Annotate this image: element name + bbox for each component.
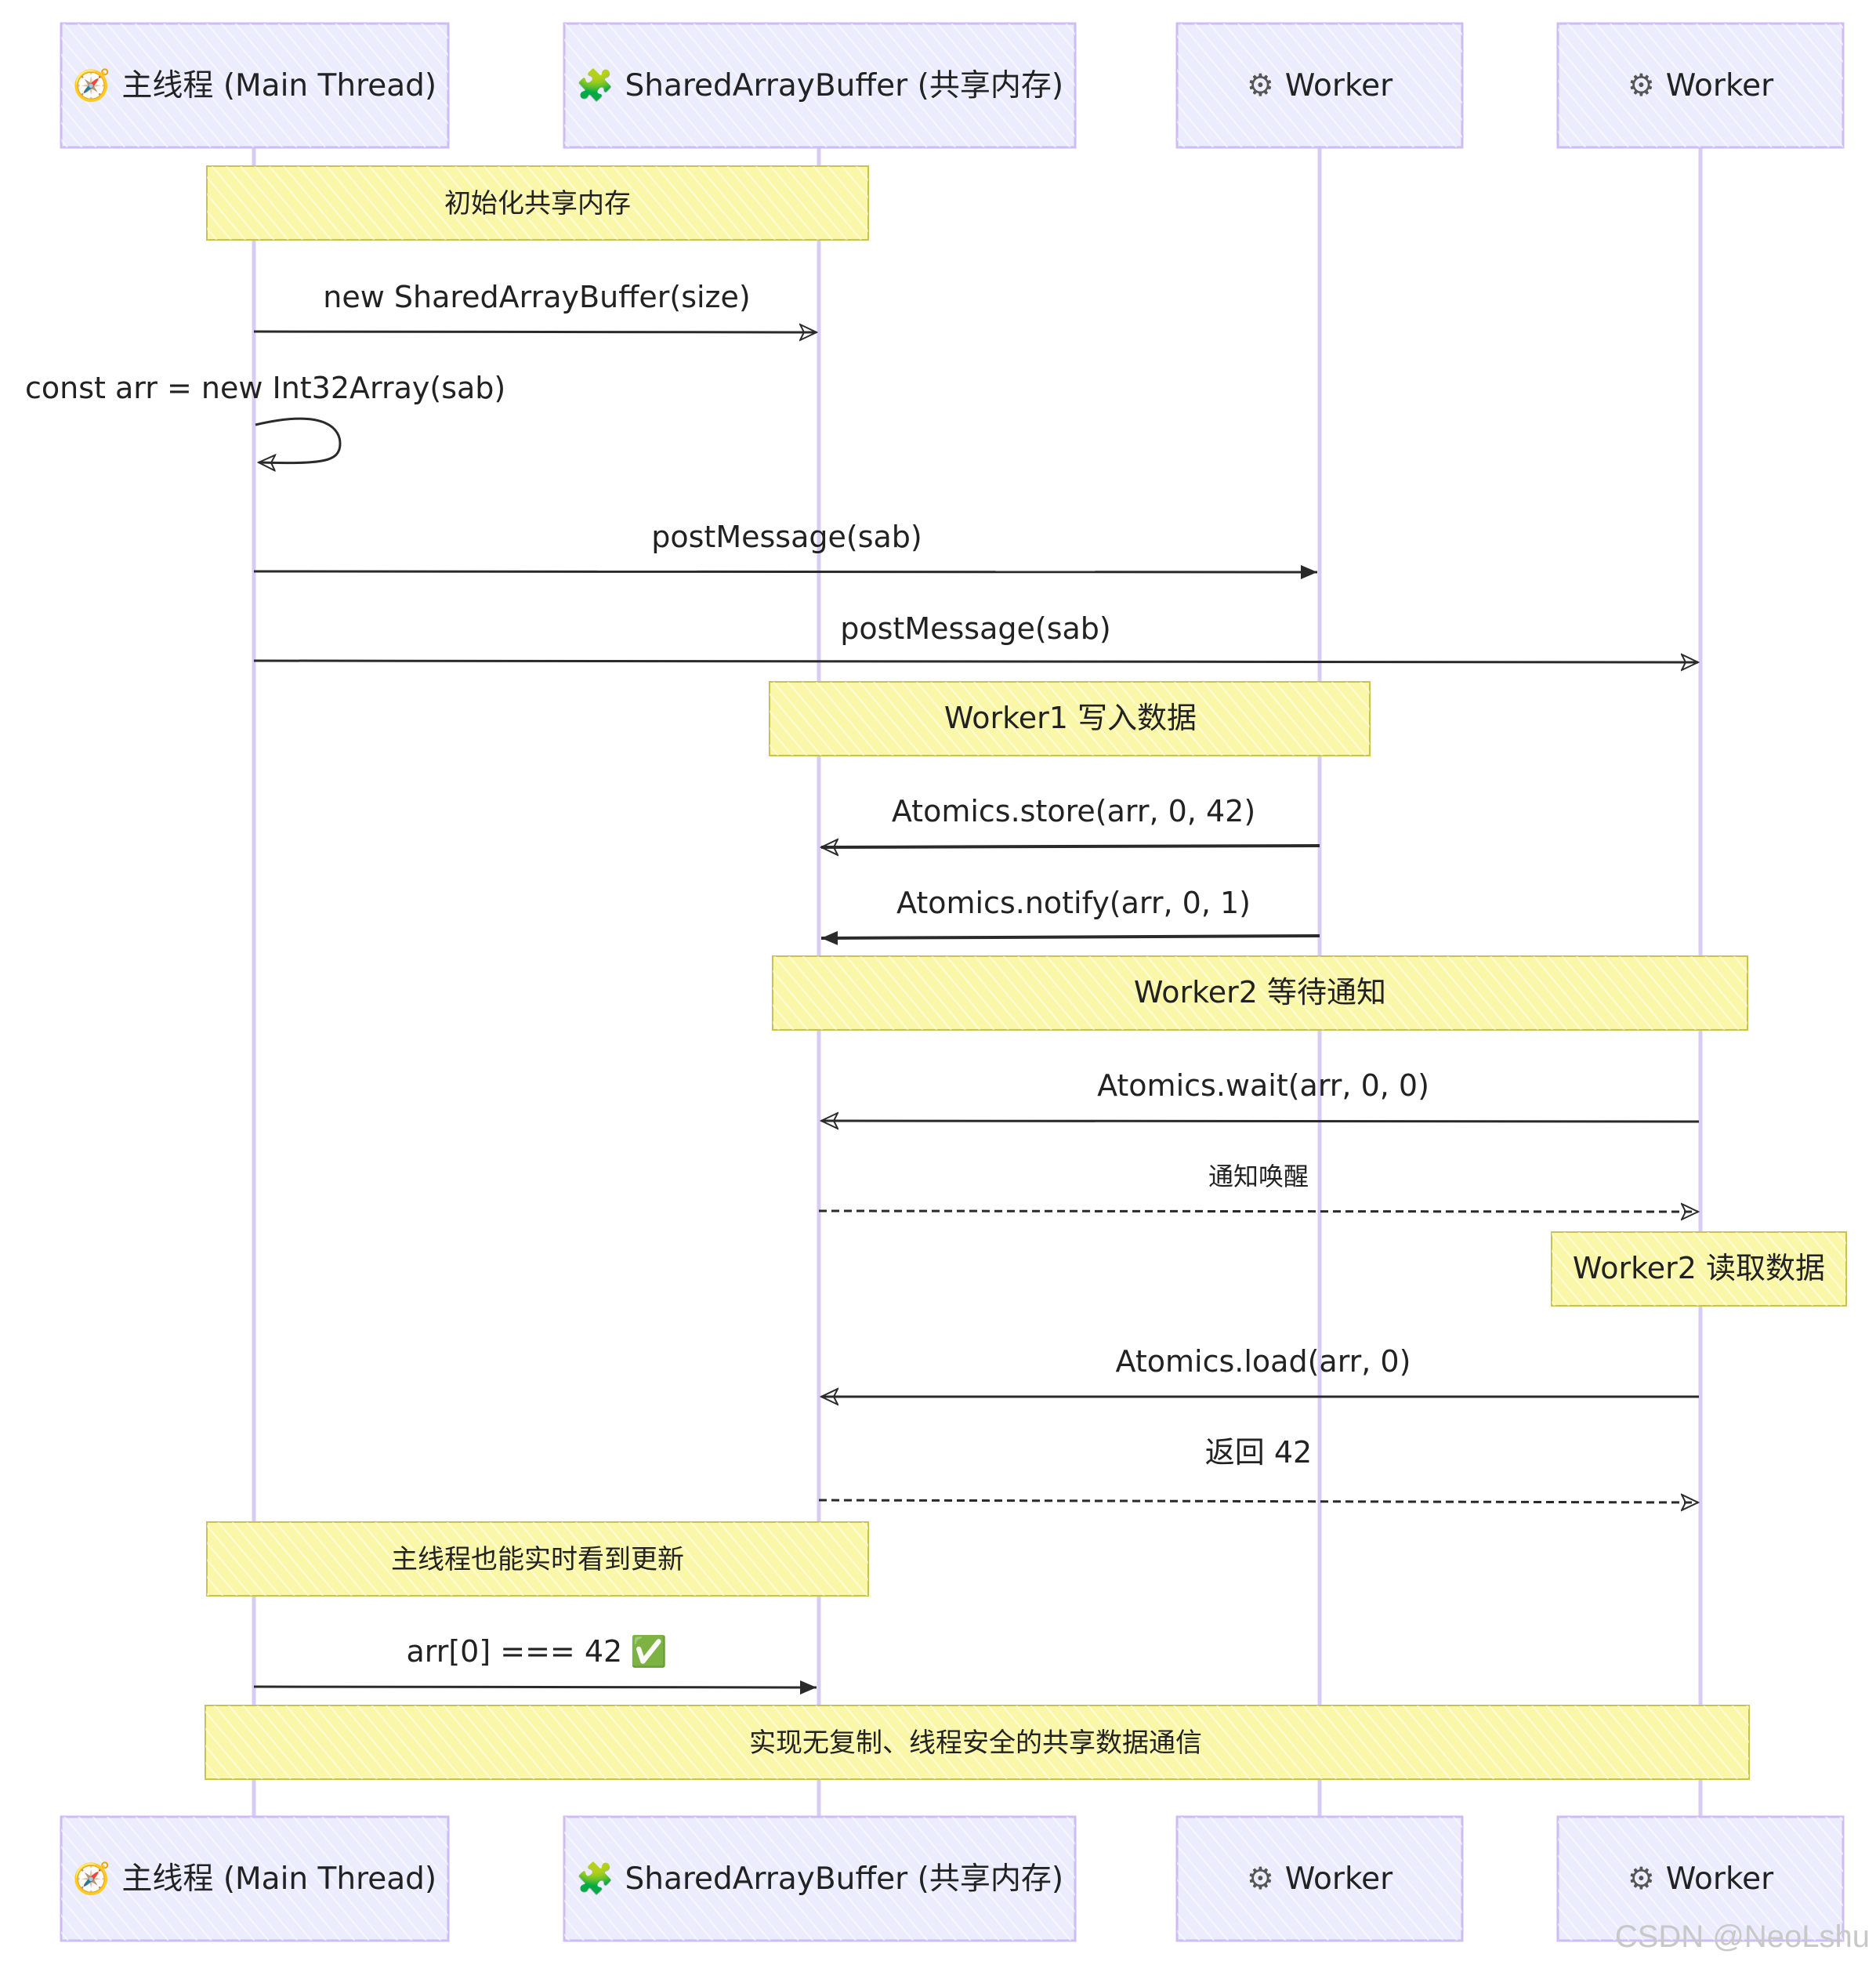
check-mark-button-icon: ✅ xyxy=(630,1634,667,1669)
svg-text:🧩SharedArrayBuffer (共享内存): 🧩 SharedArrayBuffer (共享内存) xyxy=(576,1861,1063,1897)
message-return: 返回 42 xyxy=(818,1435,1698,1502)
message-atomics-wait: Atomics.wait(arr, 0, 0) xyxy=(821,1068,1700,1122)
message-check: arr[0] === 42✅ xyxy=(253,1634,817,1695)
note-main-update: 主线程也能实时看到更新 xyxy=(206,1521,869,1597)
svg-text:🧩SharedArrayBuffer (共享内存): 🧩 SharedArrayBuffer (共享内存) xyxy=(576,67,1063,103)
message-post-worker1: postMessage(sab) xyxy=(253,520,1318,579)
actor-worker1-label: Worker xyxy=(1285,1861,1393,1897)
message-wake-label: 通知唤醒 xyxy=(1208,1162,1309,1191)
message-new-sab-label: new SharedArrayBuffer(size) xyxy=(323,280,750,314)
message-int32array-label: const arr = new Int32Array(sab) xyxy=(25,371,505,405)
note-main-update-text: 主线程也能实时看到更新 xyxy=(391,1544,684,1575)
svg-text:⚙Worker: ⚙ Worker xyxy=(1247,68,1393,103)
puzzle-piece-icon: 🧩 xyxy=(576,67,614,103)
note-summary-text: 实现无复制、线程安全的共享数据通信 xyxy=(749,1727,1202,1759)
message-check-label: arr[0] === 42 xyxy=(406,1634,622,1669)
actor-sab-label: SharedArrayBuffer (共享内存) xyxy=(625,68,1064,103)
svg-text:🧭主线程 (Main Thread): 🧭 主线程 (Main Thread) xyxy=(73,67,436,103)
message-post-worker2-label: postMessage(sab) xyxy=(840,611,1110,646)
note-worker2-read: Worker2 读取数据 xyxy=(1551,1231,1847,1307)
actor-sab-bottom: 🧩 SharedArrayBuffer (共享内存) xyxy=(563,1815,1077,1942)
message-wake: 通知唤醒 xyxy=(818,1162,1698,1212)
puzzle-piece-icon: 🧩 xyxy=(576,1861,614,1897)
message-atomics-notify-label: Atomics.notify(arr, 0, 1) xyxy=(896,886,1251,920)
gear-icon: ⚙ xyxy=(1628,68,1655,103)
svg-text:⚙Worker: ⚙ Worker xyxy=(1247,1861,1393,1897)
actor-worker1-bottom: ⚙ Worker xyxy=(1175,1815,1464,1942)
message-post-worker2: postMessage(sab) xyxy=(253,611,1698,662)
compass-icon: 🧭 xyxy=(73,1861,111,1897)
message-new-sab: new SharedArrayBuffer(size) xyxy=(253,280,817,332)
message-atomics-notify: Atomics.notify(arr, 0, 1) xyxy=(820,886,1320,945)
message-atomics-wait-label: Atomics.wait(arr, 0, 0) xyxy=(1097,1068,1429,1103)
note-init: 初始化共享内存 xyxy=(206,165,869,241)
actor-worker2-label: Worker xyxy=(1666,68,1774,103)
message-int32array: const arr = new Int32Array(sab) xyxy=(25,371,505,463)
actor-worker2-top: ⚙ Worker xyxy=(1556,22,1845,149)
note-summary: 实现无复制、线程安全的共享数据通信 xyxy=(205,1705,1750,1780)
message-atomics-store-label: Atomics.store(arr, 0, 42) xyxy=(892,794,1255,828)
watermark: CSDN @NeoLshu xyxy=(1615,1919,1870,1954)
actor-sab-label: SharedArrayBuffer (共享内存) xyxy=(625,1861,1064,1897)
actor-worker2-label: Worker xyxy=(1666,1861,1774,1897)
message-atomics-load-label: Atomics.load(arr, 0) xyxy=(1116,1344,1411,1379)
note-worker1-write: Worker1 写入数据 xyxy=(769,681,1371,756)
compass-icon: 🧭 xyxy=(73,67,111,103)
actor-worker1-label: Worker xyxy=(1285,68,1393,103)
actor-worker2-bottom: ⚙ Worker xyxy=(1556,1815,1845,1942)
gear-icon: ⚙ xyxy=(1247,1861,1274,1897)
note-init-text: 初始化共享内存 xyxy=(444,188,631,219)
gear-icon: ⚙ xyxy=(1628,1861,1655,1897)
svg-text:⚙Worker: ⚙ Worker xyxy=(1628,68,1774,103)
svg-text:⚙Worker: ⚙ Worker xyxy=(1628,1861,1774,1897)
message-post-worker1-label: postMessage(sab) xyxy=(651,520,922,554)
svg-text:arr[0] === 42✅: arr[0] === 42✅ xyxy=(406,1634,667,1669)
note-worker2-read-text: Worker2 读取数据 xyxy=(1573,1251,1825,1285)
actor-worker1-top: ⚙ Worker xyxy=(1175,22,1464,149)
message-return-label: 返回 42 xyxy=(1205,1435,1312,1470)
note-worker2-wait-text: Worker2 等待通知 xyxy=(1134,975,1386,1009)
actor-main-bottom: 🧭 主线程 (Main Thread) xyxy=(60,1815,450,1942)
actor-main-label: 主线程 (Main Thread) xyxy=(121,68,436,103)
actor-sab-top: 🧩 SharedArrayBuffer (共享内存) xyxy=(563,22,1077,149)
message-atomics-store: Atomics.store(arr, 0, 42) xyxy=(821,794,1320,847)
actor-main-label: 主线程 (Main Thread) xyxy=(121,1861,436,1897)
note-worker2-wait: Worker2 等待通知 xyxy=(772,955,1748,1031)
actor-main-top: 🧭 主线程 (Main Thread) xyxy=(60,22,450,149)
message-atomics-load: Atomics.load(arr, 0) xyxy=(821,1344,1699,1397)
note-worker1-write-text: Worker1 写入数据 xyxy=(944,701,1197,735)
svg-text:🧭主线程 (Main Thread): 🧭 主线程 (Main Thread) xyxy=(73,1861,436,1897)
gear-icon: ⚙ xyxy=(1247,68,1274,103)
